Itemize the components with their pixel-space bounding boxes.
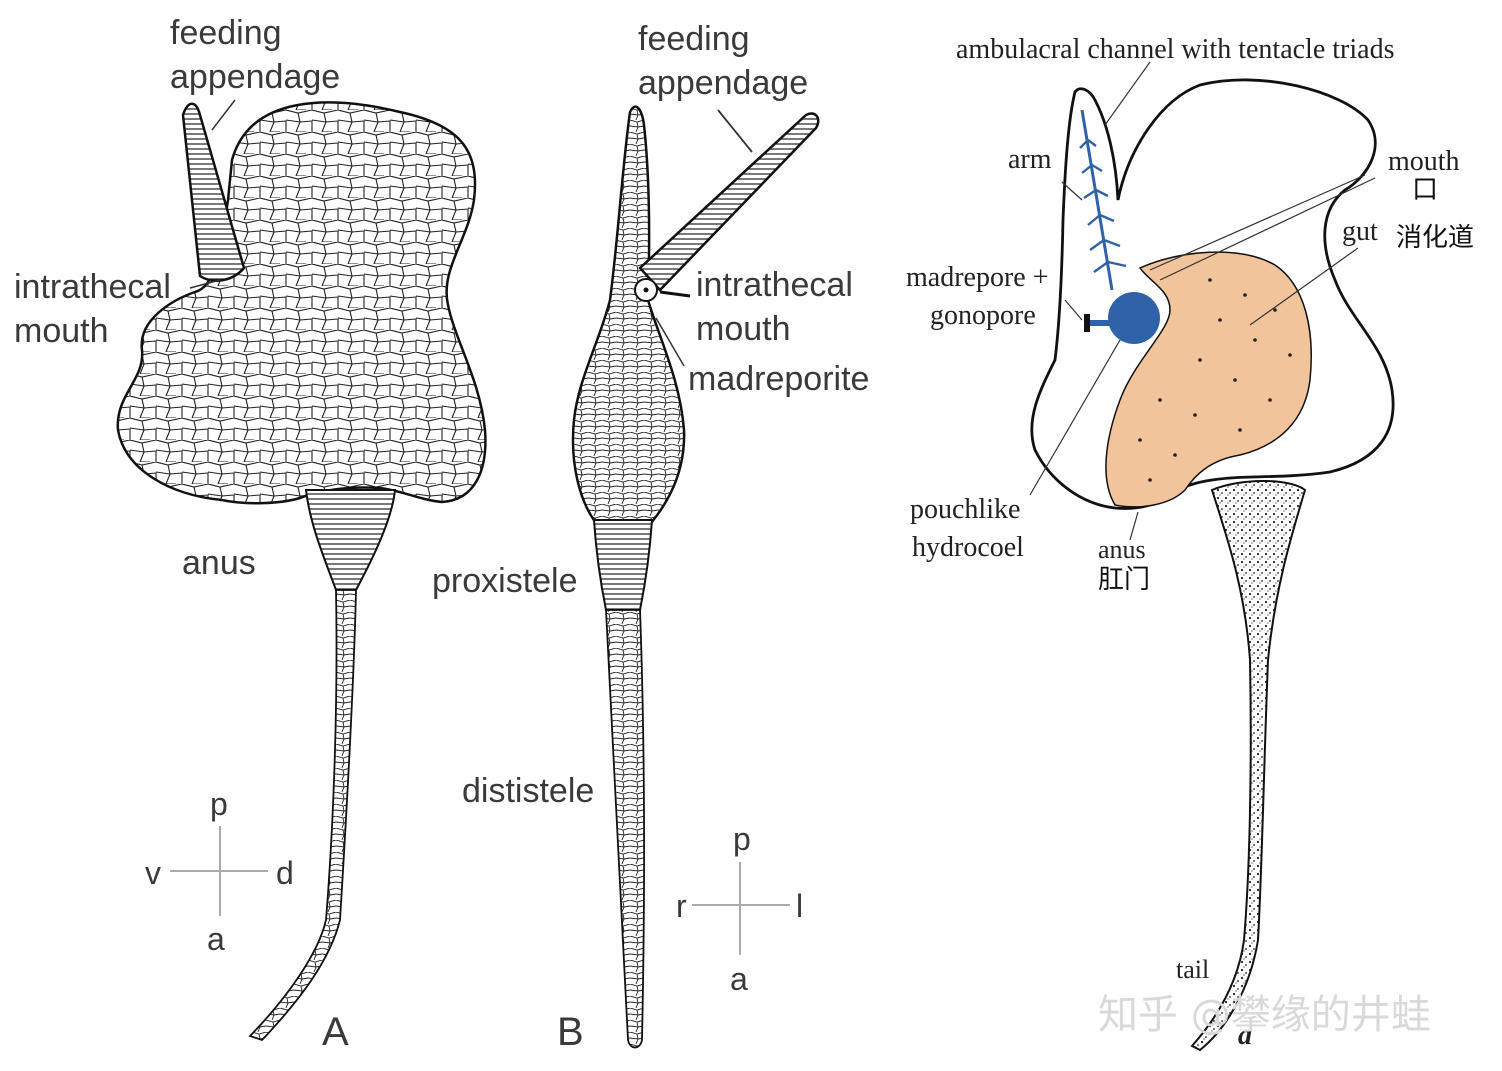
panel-c-label-hydrocoel: hydrocoel xyxy=(912,532,1024,563)
panel-b-appendage-leader xyxy=(717,109,753,153)
panel-a-drawing xyxy=(116,99,487,1042)
panel-b-label-mouth: mouth xyxy=(696,310,791,348)
panel-a-letter: A xyxy=(322,1010,349,1054)
panel-c-label-madrepore: madrepore + xyxy=(906,262,1049,293)
panel-c-label-arm: arm xyxy=(1008,144,1052,175)
panel-a-proxistele xyxy=(304,489,397,591)
panel-c-label-gut-cn: 消化道 xyxy=(1396,223,1474,253)
panel-a-theca xyxy=(116,101,487,505)
panel-b-axis-r: r xyxy=(676,888,687,924)
panel-b-axis-a: a xyxy=(730,961,748,997)
panel-b-axis-l: l xyxy=(796,888,803,924)
panel-c-label-anus: anus xyxy=(1098,535,1146,564)
panel-b-label-feeding: feeding xyxy=(638,20,750,58)
panel-a-axis-v: v xyxy=(145,855,161,891)
watermark: 知乎 @攀缘的井蛙 xyxy=(1098,992,1431,1038)
panel-b-proxistele xyxy=(592,519,654,611)
panel-c-ambulacral-channel xyxy=(1080,109,1114,291)
panel-a-axis-d: d xyxy=(276,855,294,891)
panel-c-label-ambulacral: ambulacral channel with tentacle triads xyxy=(956,34,1394,65)
panel-c-drawing xyxy=(1029,61,1395,1052)
panel-b-label-intrathecal: intrathecal xyxy=(696,266,853,304)
panel-a-axis-cross xyxy=(170,826,268,916)
panel-a-label-intrathecal: intrathecal xyxy=(14,268,171,306)
panel-b-label-proxistele: proxistele xyxy=(432,562,578,600)
panel-c-gut-stipple xyxy=(1138,278,1292,482)
panel-b-madreporite-leader xyxy=(655,317,685,367)
panel-b-dististele xyxy=(605,609,646,1049)
panel-b-drawing xyxy=(571,105,820,1049)
panel-a-label-anus: anus xyxy=(182,544,256,582)
panel-c-stem xyxy=(1190,480,1307,1052)
panel-c-letter: a xyxy=(1238,1020,1252,1051)
panel-c-label-gonopore: gonopore xyxy=(930,300,1036,331)
panel-a-label-appendage: appendage xyxy=(170,58,340,96)
panel-b-axis-p: p xyxy=(733,821,751,857)
panel-c-label-pouchlike: pouchlike xyxy=(910,494,1020,525)
panel-c-gut xyxy=(1105,251,1312,508)
panel-a-label-mouth: mouth xyxy=(14,312,109,350)
panel-b-feeding-appendage xyxy=(638,112,820,292)
panel-c-label-mouth-cn: 口 xyxy=(1412,175,1438,205)
panel-c-leader-lines xyxy=(1029,61,1376,541)
panel-a-label-feeding: feeding xyxy=(170,14,282,52)
panel-b-letter: B xyxy=(557,1010,584,1054)
panel-b-label-appendage: appendage xyxy=(638,64,808,102)
panel-c-hydrocoel-ring xyxy=(1108,292,1160,344)
panel-a-dististele xyxy=(248,589,357,1042)
panel-a-appendage-leader xyxy=(211,99,236,131)
panel-b-mouth-leader xyxy=(659,290,691,298)
panel-c-tentacle-triads xyxy=(1079,139,1127,273)
panel-b-axis-cross xyxy=(692,862,790,955)
panel-b-theca xyxy=(571,105,686,539)
panel-a-mouth-leader xyxy=(189,279,221,289)
panel-c-label-mouth: mouth xyxy=(1388,146,1460,177)
panel-b-label-madreporite: madreporite xyxy=(688,360,869,398)
panel-a-axis-a: a xyxy=(207,921,225,957)
panel-b-label-dististele: dististele xyxy=(462,772,594,810)
panel-c-label-gut: gut xyxy=(1342,216,1378,247)
panel-a-feeding-appendage xyxy=(181,102,246,282)
panel-c-label-tail: tail xyxy=(1176,955,1209,984)
panel-a-axis-p: p xyxy=(210,786,228,822)
panel-c-label-anus-cn: 肛门 xyxy=(1098,565,1150,595)
